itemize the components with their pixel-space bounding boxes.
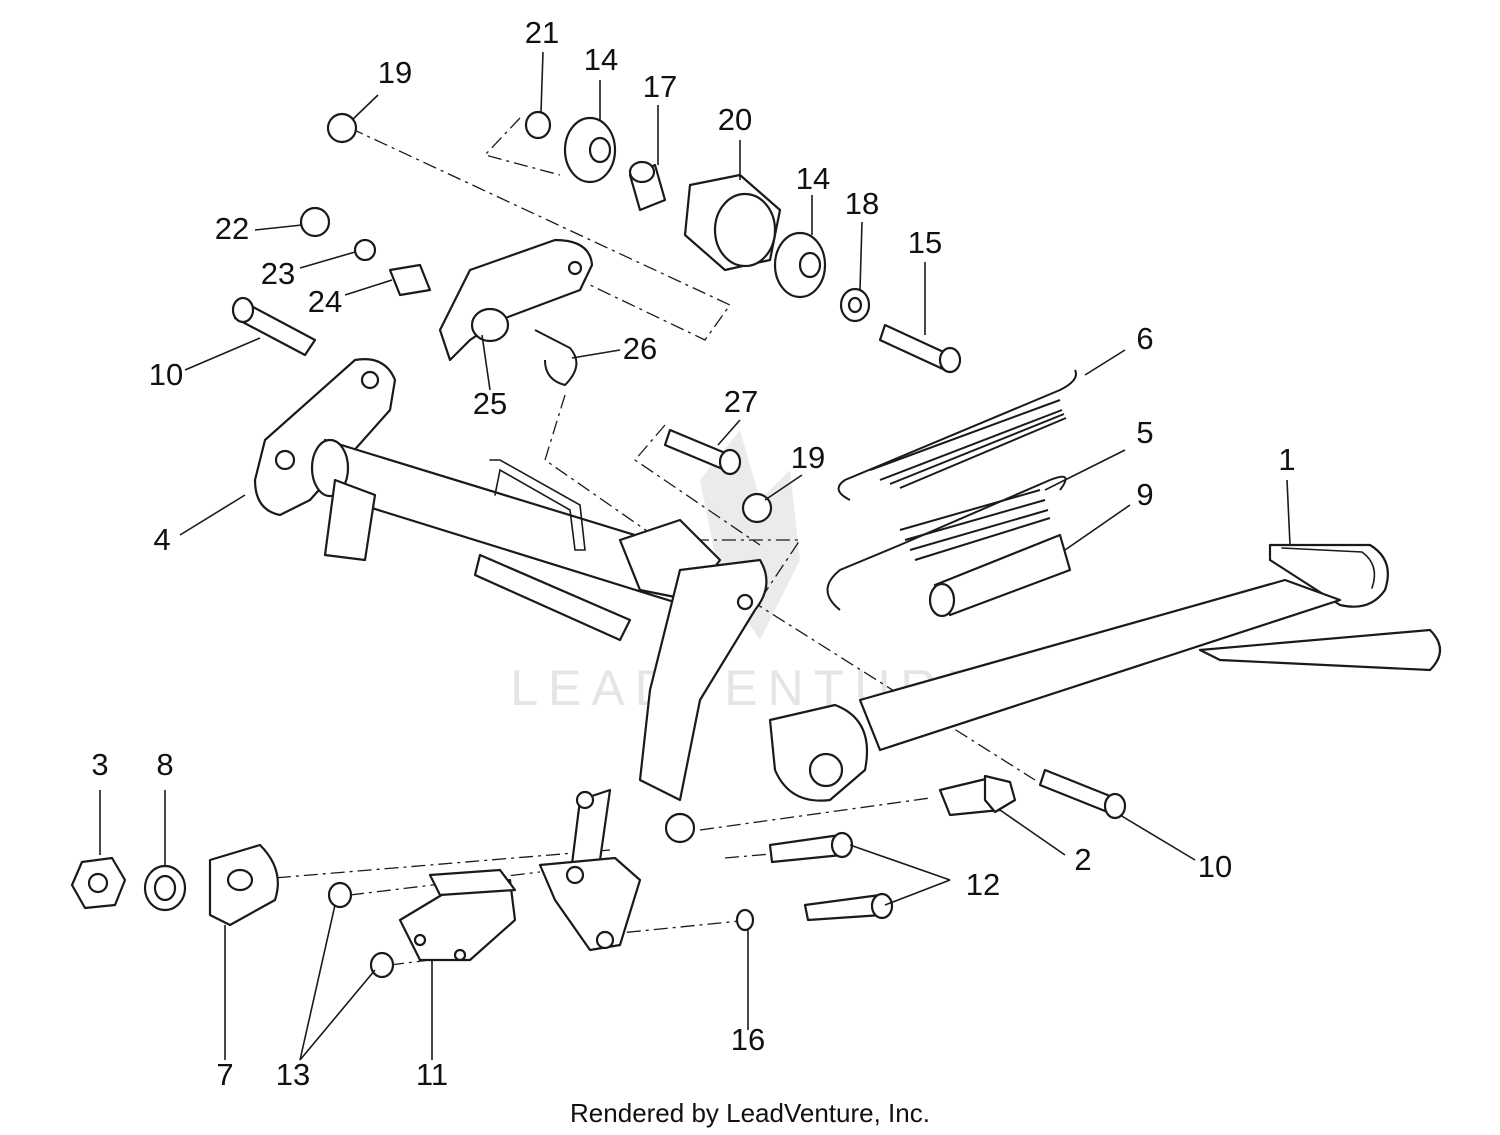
callout-7: 7 (216, 1057, 233, 1092)
bushing (388, 263, 432, 297)
callout-3: 3 (91, 747, 108, 782)
callout-2: 2 (1074, 842, 1091, 877)
roller (683, 173, 782, 272)
callout-21: 21 (525, 15, 559, 50)
callout-14-top: 14 (584, 42, 618, 77)
nut-22 (299, 206, 331, 238)
callout-14-right: 14 (796, 161, 830, 196)
bolt-12-lower (803, 892, 894, 922)
washer-16 (735, 908, 755, 932)
hex-nut (70, 856, 127, 910)
flange-nut-upper (327, 881, 353, 909)
stand-bracket (253, 358, 768, 952)
bolt-right (1038, 768, 1127, 820)
bolt-top-left (231, 296, 317, 357)
switch-cover (208, 843, 279, 927)
collar (524, 110, 552, 140)
lever-plate (438, 238, 594, 362)
washer-18 (839, 287, 871, 323)
torsion-spring (534, 329, 578, 387)
callout-27: 27 (724, 384, 758, 419)
bolt-12-upper (768, 831, 854, 864)
washer-23 (353, 238, 377, 262)
callout-25: 25 (473, 386, 507, 421)
callout-4: 4 (153, 522, 170, 557)
callout-13: 13 (276, 1057, 310, 1092)
callout-6: 6 (1136, 321, 1153, 356)
callout-10-left: 10 (149, 357, 183, 392)
callout-9: 9 (1136, 477, 1153, 512)
bearing-left (563, 116, 617, 184)
render-credit: Rendered by LeadVenture, Inc. (570, 1098, 930, 1128)
callout-17: 17 (643, 69, 677, 104)
callouts: 1 2 3 4 5 6 7 8 9 10 10 11 12 13 14 14 1… (91, 15, 1295, 1092)
sleeve (928, 533, 1072, 618)
callout-10-right: 10 (1198, 849, 1232, 884)
washer (143, 864, 187, 912)
callout-18: 18 (845, 186, 879, 221)
callout-1: 1 (1278, 442, 1295, 477)
callout-15: 15 (908, 225, 942, 260)
bearing-right (773, 231, 827, 299)
callout-23: 23 (261, 256, 295, 291)
callout-22: 22 (215, 211, 249, 246)
bolt-15 (878, 323, 962, 374)
callout-16: 16 (731, 1022, 765, 1057)
callout-12: 12 (966, 867, 1000, 902)
callout-8: 8 (156, 747, 173, 782)
bolt-27 (663, 428, 742, 476)
leader-lines (99, 51, 1291, 1061)
side-stand-leg (768, 543, 1442, 802)
nut-19-top (326, 112, 358, 144)
stud (938, 774, 1017, 817)
side-stand-switch (398, 868, 517, 962)
callout-20: 20 (718, 102, 752, 137)
callout-24: 24 (308, 284, 342, 319)
spacer (628, 160, 667, 212)
callout-26: 26 (623, 331, 657, 366)
spring-long (837, 369, 1077, 501)
callout-5: 5 (1136, 415, 1153, 450)
flange-nut-lower (369, 951, 395, 979)
callout-11: 11 (416, 1057, 448, 1092)
nut-19-mid (741, 492, 773, 524)
callout-19-mid: 19 (791, 440, 825, 475)
callout-19-top: 19 (378, 55, 412, 90)
